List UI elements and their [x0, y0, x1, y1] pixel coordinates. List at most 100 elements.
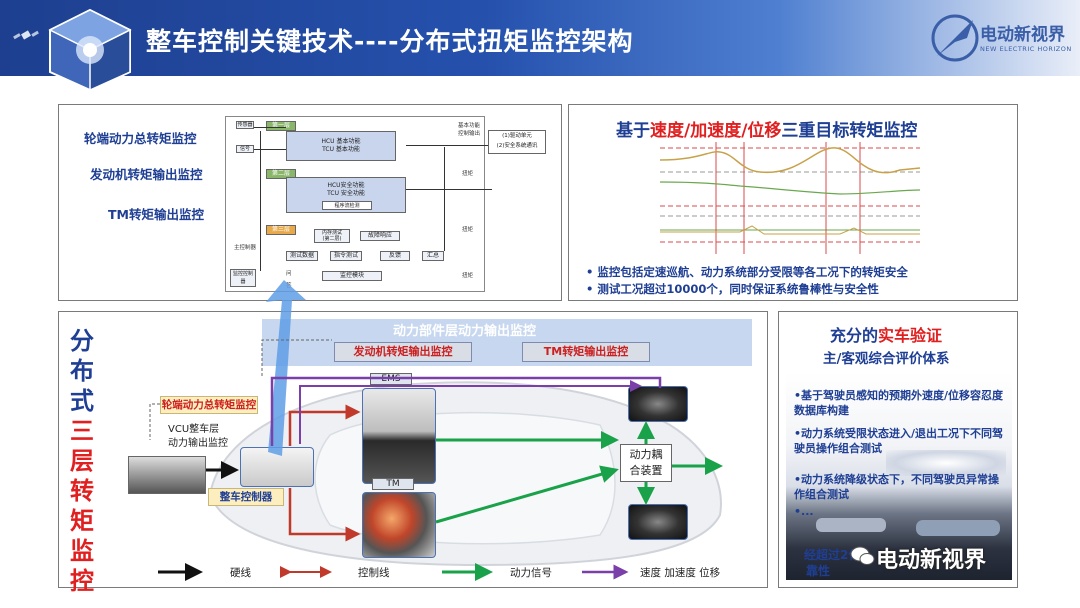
answer-text: 答: [286, 283, 292, 289]
cube-logo-icon: [48, 8, 132, 92]
layer2-tag: 第二层: [266, 169, 296, 179]
program-check-box: 程序流检测: [322, 201, 372, 210]
hcu-basic-text: HCU 基本功能: [321, 138, 361, 145]
tm-label: TM: [372, 478, 414, 490]
vt-1: 布: [70, 357, 94, 385]
satellite-icon: [13, 30, 39, 40]
fault-response-box: 故障响应: [360, 231, 400, 241]
vehicle-controller-tag: 整车控制器: [208, 488, 284, 506]
title-post: 三重目标转矩监控: [781, 121, 918, 141]
motor-unit: [362, 492, 436, 558]
layer1-tag: 第一层: [266, 121, 296, 131]
br-bullet-3: •动力系统降级状态下，不同驾驶员异常操作组合测试: [794, 473, 1000, 501]
torque-label-2: 扭矩: [462, 227, 474, 233]
legend-motion: 速度 加速度 位移: [640, 567, 721, 579]
layer3-tag: 第三层: [266, 225, 296, 235]
tr-bullet-2: •测试工况超过10000个，同时保证系统鲁棒性与安全性: [586, 282, 879, 296]
title-pre: 基于: [616, 121, 650, 141]
tr-bullet-1: •监控包括定速巡航、动力系统部分受限等各工况下的转矩安全: [586, 265, 908, 279]
vt-7: 监: [70, 537, 94, 565]
vcu-unit: [240, 447, 314, 487]
header-bar: [0, 0, 1080, 76]
basic-func-text: 基本功能: [458, 123, 481, 129]
br-bullet-2: •动力系统受限状态进入/退出工况下不同驾驶员操作组合测试: [794, 427, 1004, 455]
brand-logo-icon: [931, 14, 979, 62]
coupling-line-1: 动力耦: [629, 448, 663, 461]
tr-bullet-1-text: 监控包括定速巡航、动力系统部分受限等各工况下的转矩安全: [597, 265, 908, 279]
cmd-test-box: 指令测试: [330, 251, 362, 261]
wheel-monitor-tag: 轮端动力总转矩监控: [160, 396, 258, 414]
rear-wheel: [628, 504, 688, 540]
front-wheel: [628, 386, 688, 422]
out1-text: (1)驱动单元: [502, 133, 532, 139]
wechat-icon: [850, 546, 875, 565]
sensor-box: 传感器: [236, 121, 254, 129]
legend-power: 动力信号: [510, 567, 552, 579]
engine-unit: [362, 388, 436, 484]
page-title: 整车控制关键技术----分布式扭矩监控架构: [146, 27, 634, 56]
vcu-label-1: VCU整车层: [168, 424, 220, 435]
torque-monitor-plot: [659, 142, 921, 254]
brand-name: 电动新视界: [980, 25, 1065, 45]
tcu-safety-text: TCU 安全功能: [327, 190, 365, 197]
vt-4: 层: [70, 447, 94, 475]
monitor-ctrl-box: 监控控制器: [230, 269, 256, 287]
output-list-box: (1)驱动单元 (2)安全系统通讯: [488, 130, 546, 154]
tr-bullet-2-text: 测试工况超过10000个，同时保证系统鲁棒性与安全性: [597, 282, 879, 296]
ems-label: EMS: [370, 373, 412, 385]
layer-flow-diagram: 传感器 信号 第一层 HCU 基本功能 TCU 基本功能 基本功能 控制输出 第…: [225, 116, 492, 292]
br-title-red: 实车验证: [878, 326, 943, 345]
br-title-pre: 充分的: [830, 326, 879, 345]
basic-function-box: HCU 基本功能 TCU 基本功能: [286, 131, 396, 161]
main-ctrl-text: 主控制器: [234, 245, 257, 251]
vt-5: 转: [70, 477, 94, 505]
monitor-module-box: 监控模块: [322, 271, 382, 281]
engine-monitor-box: 发动机转矩输出监控: [334, 342, 472, 362]
brand-name-en: NEW ELECTRIC HORIZON: [980, 45, 1072, 53]
signal-box: 信号: [236, 145, 254, 153]
watermark: 电动新视界: [876, 548, 987, 573]
hcu-safety-text: HCU安全功能: [327, 182, 365, 189]
curve-accel: [659, 181, 921, 195]
label-wheel-torque: 轮端动力总转矩监控: [84, 131, 197, 146]
validation-title: 充分的实车验证: [830, 322, 942, 346]
ctrl-output-text: 控制输出: [458, 131, 481, 137]
br-bullet-1: •基于驾驶员感知的预期外速度/位移容忍度数据库构建: [794, 389, 1004, 417]
coupling-line-2: 合装置: [629, 464, 663, 477]
vt-8: 控: [70, 567, 94, 595]
curve-disp: [660, 225, 920, 235]
question-text: 问: [286, 271, 292, 277]
vt-6: 矩: [70, 507, 94, 535]
vt-3: 三: [70, 417, 94, 445]
response-box: 反馈: [380, 251, 410, 261]
pedal-image: [128, 456, 206, 494]
memory-test-box: 内存测试 (第二层): [314, 229, 350, 243]
br-bullet-4: •...: [794, 505, 814, 518]
label-tm-torque: TM转矩输出监控: [108, 207, 204, 222]
curve-speed: [659, 147, 921, 174]
title-red: 速度/加速度/位移: [650, 121, 782, 141]
legend-hardwire: 硬线: [230, 567, 251, 579]
legend-control: 控制线: [358, 567, 390, 579]
validation-subtitle: 主/客观综合评价体系: [823, 351, 950, 367]
vt-2: 式: [70, 387, 94, 415]
tm-monitor-box: TM转矩输出监控: [522, 342, 650, 362]
tcu-basic-text: TCU 基本功能: [322, 146, 360, 153]
br-footer-1: 经超过2亿: [804, 548, 861, 562]
mem-test-sub: (第二层): [322, 236, 342, 242]
label-engine-torque: 发动机转矩输出监控: [90, 167, 203, 182]
power-layer-title: 动力部件层动力输出监控: [393, 324, 537, 339]
vcu-label-2: 动力输出监控: [168, 438, 228, 449]
summary-box: 汇总: [422, 251, 444, 261]
torque-label-3: 扭矩: [462, 273, 474, 279]
br-footer-2: 靠性: [806, 564, 831, 578]
test-data-box: 测试数据: [286, 251, 318, 261]
mem-test-text: 内存测试: [321, 230, 342, 236]
panel-triple-target: [568, 104, 1018, 301]
triple-target-title: 基于速度/加速度/位移三重目标转矩监控: [616, 116, 917, 141]
vt-0: 分: [70, 327, 94, 355]
vertical-title: 分 布 式 三 层 转 矩 监 控: [62, 326, 102, 596]
out2-text: (2)安全系统通讯: [496, 143, 538, 149]
test-vehicle-photo: [786, 372, 1012, 580]
torque-label-1: 扭矩: [462, 171, 474, 177]
